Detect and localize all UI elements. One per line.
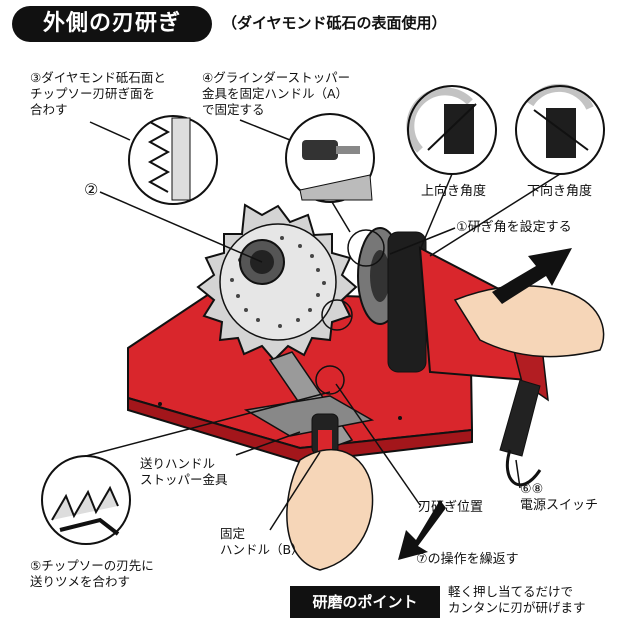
label-step5: ⑤チップソーの刃先に 送りツメを合わす — [30, 558, 154, 589]
label-down-angle: 下向き角度 — [527, 184, 593, 199]
label-power-switch: ⑥⑧ 電源スイッチ — [520, 482, 599, 513]
label-fixed-handle-b: 固定 ハンドル（B） — [220, 526, 304, 557]
saw-blade — [196, 203, 358, 362]
push-arrow — [492, 248, 572, 304]
label-step4: ④グラインダーストッパー 金具を固定ハンドル（A） で固定する — [202, 70, 351, 117]
tip-heading: 研磨のポイント — [290, 586, 440, 618]
label-feed-stopper: 送りハンドル ストッパー金具 — [140, 456, 228, 487]
detail-teeth-3 — [128, 115, 218, 205]
label-up-angle: 上向き角度 — [421, 184, 487, 199]
detail-down-angle — [515, 83, 605, 175]
label-sharpening-position: 刃研ぎ位置 — [418, 500, 484, 515]
label-step7: ⑦の操作を繰返す — [416, 552, 519, 567]
page-subtitle: （ダイヤモンド砥石の表面使用） — [222, 14, 447, 32]
detail-stopper-4 — [285, 113, 375, 203]
detail-pawl-5 — [41, 455, 131, 545]
page-title: 外側の刃研ぎ — [12, 6, 212, 42]
label-circle2: ② — [84, 180, 99, 199]
label-step3: ③ダイヤモンド砥石面と チップソー刃研ぎ面を 合わす — [30, 70, 166, 117]
pull-arrow — [398, 500, 446, 560]
fixed-handle-b — [311, 413, 339, 455]
tip-text: 軽く押し当てるだけで カンタンに刃が研げます — [448, 584, 586, 615]
red-base-side — [127, 396, 473, 464]
detail-up-angle — [406, 85, 497, 175]
label-step1: ①研ぎ角を設定する — [456, 220, 572, 235]
left-hand — [286, 449, 374, 571]
